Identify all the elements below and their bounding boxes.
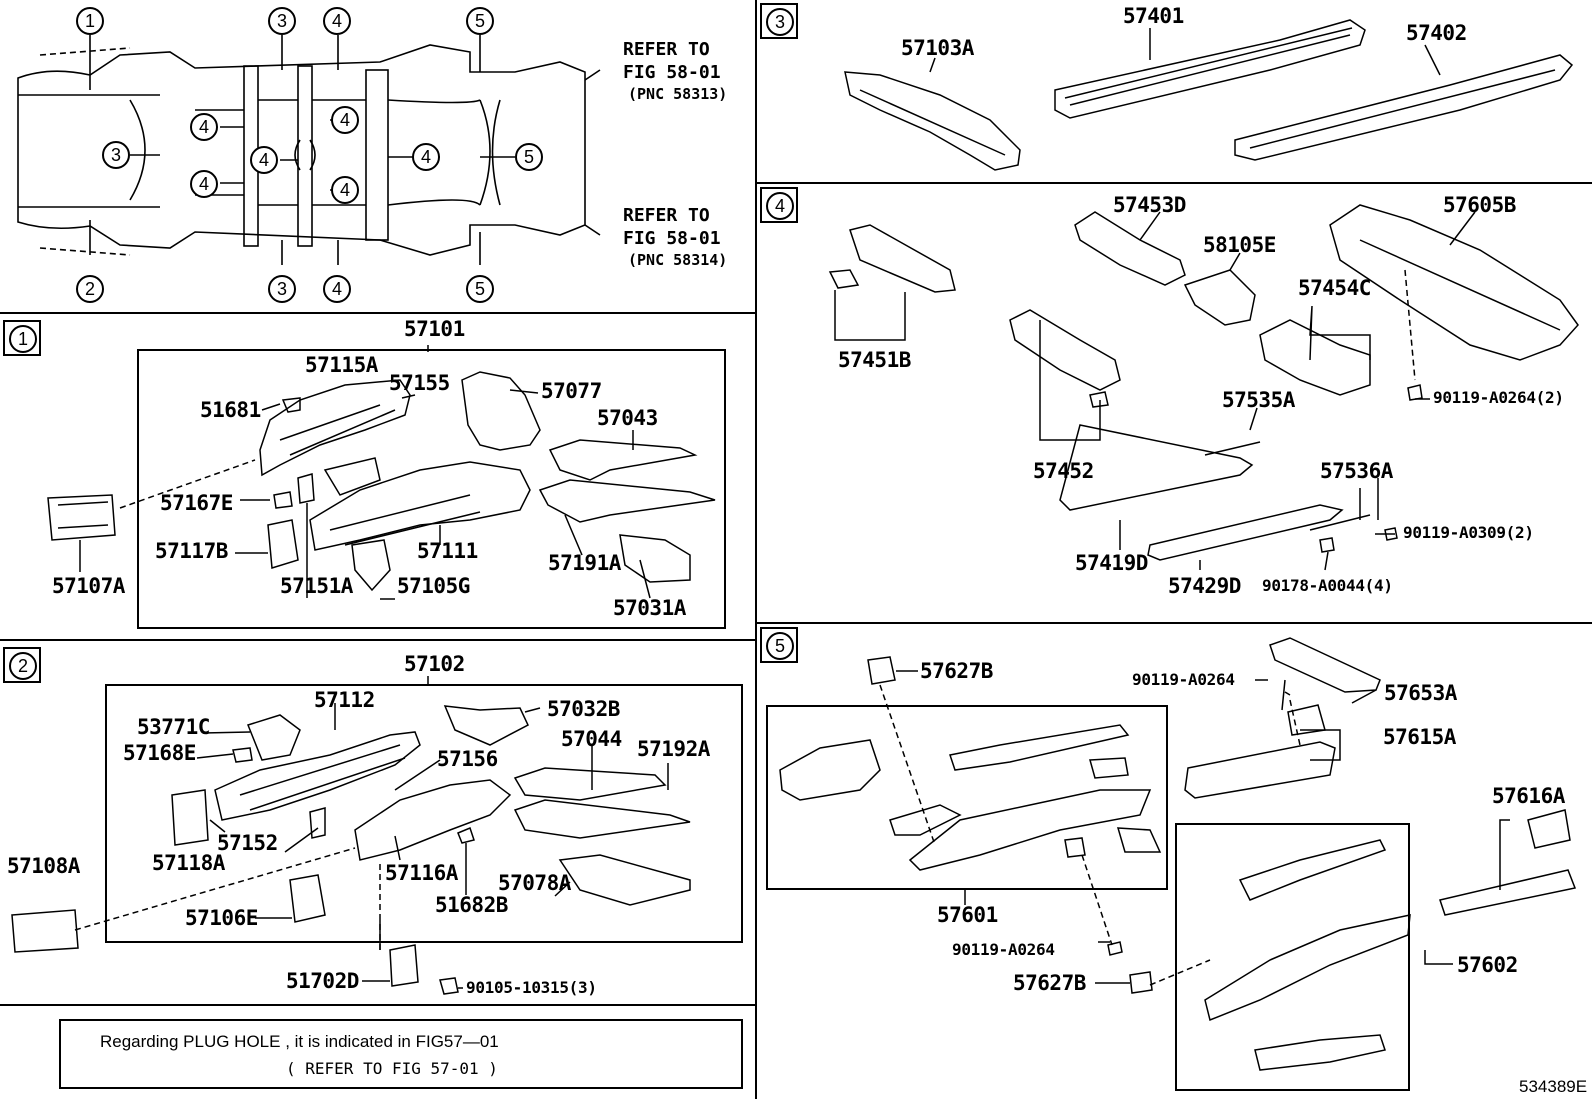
- marker-5: 5: [466, 7, 494, 35]
- part-label[interactable]: 57116A: [385, 861, 458, 885]
- part-label[interactable]: 57653A: [1384, 681, 1457, 705]
- part-label[interactable]: 90119-A0309(2): [1403, 523, 1534, 542]
- section-3-number: 3: [766, 8, 794, 36]
- part-label[interactable]: 57168E: [123, 741, 196, 765]
- part-label[interactable]: 57101: [404, 317, 465, 341]
- refer-bottom-line1: REFER TO: [623, 205, 710, 226]
- plug-hole-note: Regarding PLUG HOLE , it is indicated in…: [100, 1032, 499, 1051]
- part-label[interactable]: 57429D: [1168, 574, 1241, 598]
- section-tag-3: 3: [760, 3, 798, 39]
- section-tag-1: 1: [3, 320, 41, 356]
- part-label[interactable]: 57152: [217, 831, 278, 855]
- section-tag-4: 4: [760, 187, 798, 223]
- marker-4: 4: [331, 176, 359, 204]
- part-label[interactable]: 57167E: [160, 491, 233, 515]
- part-label[interactable]: 57118A: [152, 851, 225, 875]
- part-label[interactable]: 57078A: [498, 871, 571, 895]
- part-label[interactable]: 51702D: [286, 969, 359, 993]
- part-label[interactable]: 57601: [937, 903, 998, 927]
- part-label[interactable]: 90105-10315(3): [466, 978, 597, 997]
- part-label[interactable]: 57156: [437, 747, 498, 771]
- part-label[interactable]: 57077: [541, 379, 602, 403]
- section-tag-2: 2: [3, 647, 41, 683]
- marker-2: 2: [76, 275, 104, 303]
- part-label[interactable]: 57402: [1406, 21, 1467, 45]
- refer-top-line3: (PNC 58313): [628, 85, 728, 103]
- part-label[interactable]: 57151A: [280, 574, 353, 598]
- part-label[interactable]: 57535A: [1222, 388, 1295, 412]
- part-label[interactable]: 57616A: [1492, 784, 1565, 808]
- part-label[interactable]: 57452: [1033, 459, 1094, 483]
- marker-3: 3: [102, 141, 130, 169]
- refer-bottom-line3: (PNC 58314): [628, 251, 728, 269]
- section-5-number: 5: [766, 632, 794, 660]
- part-label[interactable]: 90178-A0044(4): [1262, 576, 1393, 595]
- part-label[interactable]: 57102: [404, 652, 465, 676]
- refer-top-line2: FIG 58-01: [623, 62, 721, 83]
- marker-4: 4: [323, 275, 351, 303]
- part-label[interactable]: 57627B: [1013, 971, 1086, 995]
- part-label[interactable]: 57627B: [920, 659, 993, 683]
- part-label[interactable]: 57106E: [185, 906, 258, 930]
- plug-hole-reference: ( REFER TO FIG 57-01 ): [286, 1059, 498, 1078]
- part-label[interactable]: 57401: [1123, 4, 1184, 28]
- part-label[interactable]: 57451B: [838, 348, 911, 372]
- section-1-number: 1: [9, 325, 37, 353]
- part-label[interactable]: 57605B: [1443, 193, 1516, 217]
- marker-4: 4: [331, 106, 359, 134]
- part-label[interactable]: 57043: [597, 406, 658, 430]
- refer-bottom-line2: FIG 58-01: [623, 228, 721, 249]
- part-label[interactable]: 57191A: [548, 551, 621, 575]
- figure-code: 534389E: [1519, 1077, 1588, 1096]
- marker-5: 5: [466, 275, 494, 303]
- part-label[interactable]: 57536A: [1320, 459, 1393, 483]
- marker-4: 4: [190, 170, 218, 198]
- part-label[interactable]: 51681: [200, 398, 261, 422]
- part-label[interactable]: 57155: [389, 371, 450, 395]
- part-label[interactable]: 57032B: [547, 697, 620, 721]
- part-label[interactable]: 57107A: [52, 574, 125, 598]
- part-label[interactable]: 57615A: [1383, 725, 1456, 749]
- part-label[interactable]: 57103A: [901, 36, 974, 60]
- part-label[interactable]: 90119-A0264: [952, 940, 1055, 959]
- part-label[interactable]: 57192A: [637, 737, 710, 761]
- marker-3: 3: [268, 7, 296, 35]
- part-label[interactable]: 90119-A0264: [1132, 670, 1235, 689]
- part-label[interactable]: 57115A: [305, 353, 378, 377]
- part-label[interactable]: 57111: [417, 539, 478, 563]
- section-2-number: 2: [9, 652, 37, 680]
- marker-4: 4: [250, 146, 278, 174]
- part-label[interactable]: 57108A: [7, 854, 80, 878]
- part-label[interactable]: 90119-A0264(2): [1433, 388, 1564, 407]
- part-label[interactable]: 51682B: [435, 893, 508, 917]
- part-label[interactable]: 53771C: [137, 715, 210, 739]
- part-label[interactable]: 57031A: [613, 596, 686, 620]
- section-tag-5: 5: [760, 627, 798, 663]
- part-label[interactable]: 57454C: [1298, 276, 1371, 300]
- part-label[interactable]: 57117B: [155, 539, 228, 563]
- part-label[interactable]: 57602: [1457, 953, 1518, 977]
- part-label[interactable]: 57419D: [1075, 551, 1148, 575]
- marker-3: 3: [268, 275, 296, 303]
- marker-1: 1: [76, 7, 104, 35]
- part-label[interactable]: 58105E: [1203, 233, 1276, 257]
- part-label[interactable]: 57044: [561, 727, 622, 751]
- part-label[interactable]: 57453D: [1113, 193, 1186, 217]
- refer-top-line1: REFER TO: [623, 39, 710, 60]
- marker-5: 5: [515, 143, 543, 171]
- marker-4: 4: [190, 113, 218, 141]
- section-4-number: 4: [766, 192, 794, 220]
- part-label[interactable]: 57105G: [397, 574, 470, 598]
- part-label[interactable]: 57112: [314, 688, 375, 712]
- marker-4: 4: [323, 7, 351, 35]
- marker-4: 4: [412, 143, 440, 171]
